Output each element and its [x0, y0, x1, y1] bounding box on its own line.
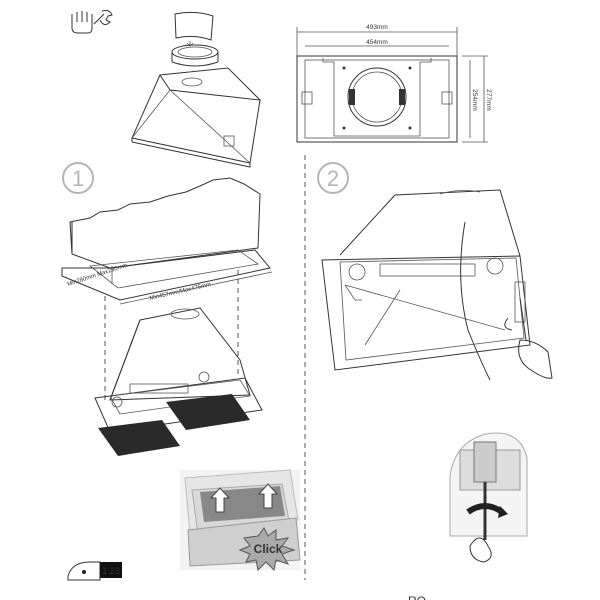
- iron-icon: [67, 561, 101, 581]
- page-code: RO: [408, 594, 426, 600]
- outer-width-label: 493mm: [366, 24, 388, 31]
- rotate-release-inset: [449, 432, 528, 563]
- inner-width-label: 454mm: [366, 39, 388, 46]
- screwdriver-icon: [518, 297, 553, 379]
- click-label: Click: [254, 542, 283, 556]
- top-view-dimension-drawing: 493mm 454mm 254mm 277mm: [296, 24, 492, 143]
- hood-with-filters-drawing: [94, 307, 263, 456]
- tools-hand-wrench-icon: [71, 10, 113, 34]
- step-2-number: 2: [327, 166, 339, 191]
- height-outer-label: 277mm: [485, 89, 492, 111]
- footer-badge-text: 1:23: [102, 566, 120, 576]
- step-2-badge: 2: [317, 162, 349, 194]
- step-1-number: 1: [72, 166, 84, 191]
- hood-exploded-view: [131, 11, 262, 168]
- cutout-depth-label: Min280mm Max290mm: [67, 263, 128, 288]
- footer-badge-box: [100, 562, 122, 578]
- step-1-badge: 1: [62, 162, 94, 194]
- rotate-arrow-icon: [466, 503, 508, 518]
- cabinet-cutout-drawing: Min280mm Max290mm Min457mm/Max475mm: [61, 177, 273, 305]
- filter-click-inset: Click: [180, 469, 301, 572]
- hood-in-cabinet-drawing: [321, 189, 553, 381]
- height-inner-label: 254mm: [471, 89, 478, 111]
- up-arrow-icon: [209, 483, 279, 513]
